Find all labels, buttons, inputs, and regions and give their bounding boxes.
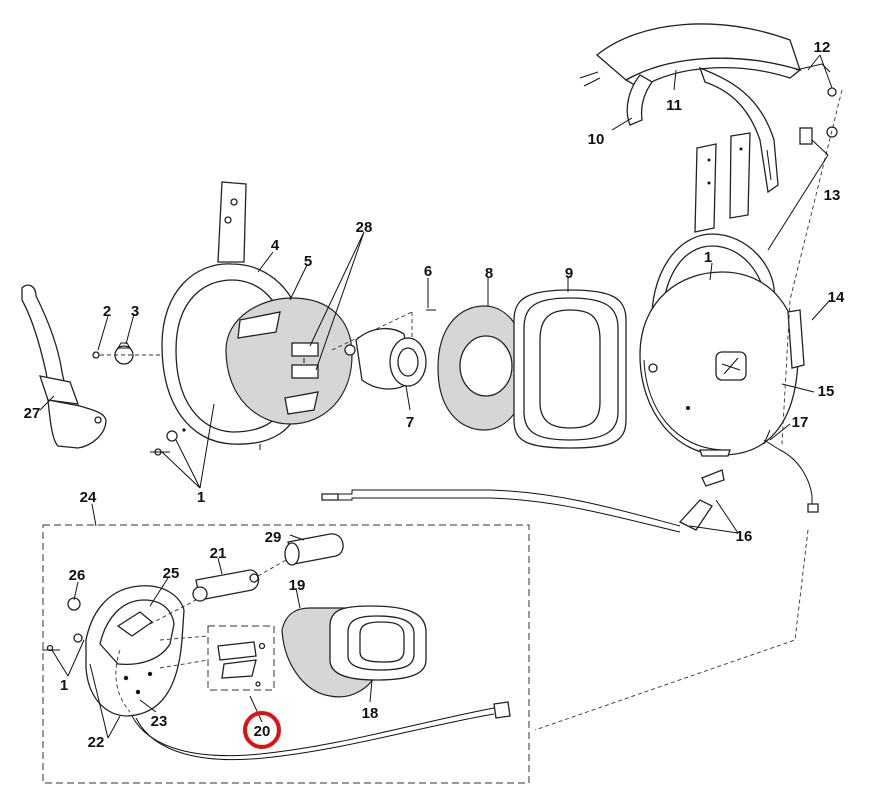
inner-baffle: [225, 297, 413, 425]
inset-cup-shell: [42, 585, 511, 761]
callout-22: 22: [88, 734, 105, 751]
callout-1-left: 1: [197, 489, 205, 506]
callout-4: 4: [271, 237, 280, 254]
headband-straps: [694, 126, 838, 233]
highlight-circle: [243, 711, 281, 749]
left-headband-arm: [21, 284, 107, 449]
inset-box: [42, 524, 530, 784]
callout-11: 11: [666, 97, 682, 114]
callout-6: 6: [424, 263, 432, 280]
callout-24: 24: [80, 489, 97, 506]
callout-14: 14: [828, 289, 845, 306]
callout-23: 23: [151, 713, 168, 730]
leader-lines: [39, 54, 833, 739]
callout-29: 29: [265, 529, 282, 546]
callout-13: 13: [824, 187, 841, 204]
right-ear-cup: [639, 233, 805, 457]
speaker-cup: [344, 309, 436, 390]
callout-21: 21: [210, 545, 227, 562]
callout-25: 25: [163, 565, 180, 582]
callout-20: 20: [254, 723, 271, 740]
callout-26: 26: [69, 567, 86, 584]
cords: [321, 439, 819, 533]
callout-1-right: 1: [704, 249, 712, 266]
foam-insert: [437, 305, 527, 431]
headband-assembly: [579, 23, 837, 194]
callout-18: 18: [362, 705, 379, 722]
switch-kit: [159, 635, 266, 687]
callout-9: 9: [565, 265, 573, 282]
callout-27: 27: [24, 405, 41, 422]
callout-3: 3: [131, 303, 139, 320]
callout-28: 28: [356, 219, 373, 236]
callout-7: 7: [406, 414, 414, 431]
callout-16: 16: [736, 528, 753, 545]
callout-19: 19: [289, 577, 306, 594]
callout-17: 17: [792, 414, 809, 431]
inset-mic-parts: [149, 533, 344, 625]
screw-and-knob: [92, 342, 160, 365]
callout-10: 10: [588, 131, 605, 148]
callout-12: 12: [814, 39, 831, 56]
ear-seal: [513, 289, 627, 449]
callout-2: 2: [103, 303, 111, 320]
inset-seal: [281, 605, 427, 698]
callout-labels: 1 1 1 2 3 4 5 6 7 8 9 10 11 12 13 14 15 …: [24, 39, 845, 751]
callout-1-inset: 1: [60, 677, 68, 694]
callout-8: 8: [485, 265, 493, 282]
callout-15: 15: [818, 383, 835, 400]
callout-5: 5: [304, 253, 312, 270]
